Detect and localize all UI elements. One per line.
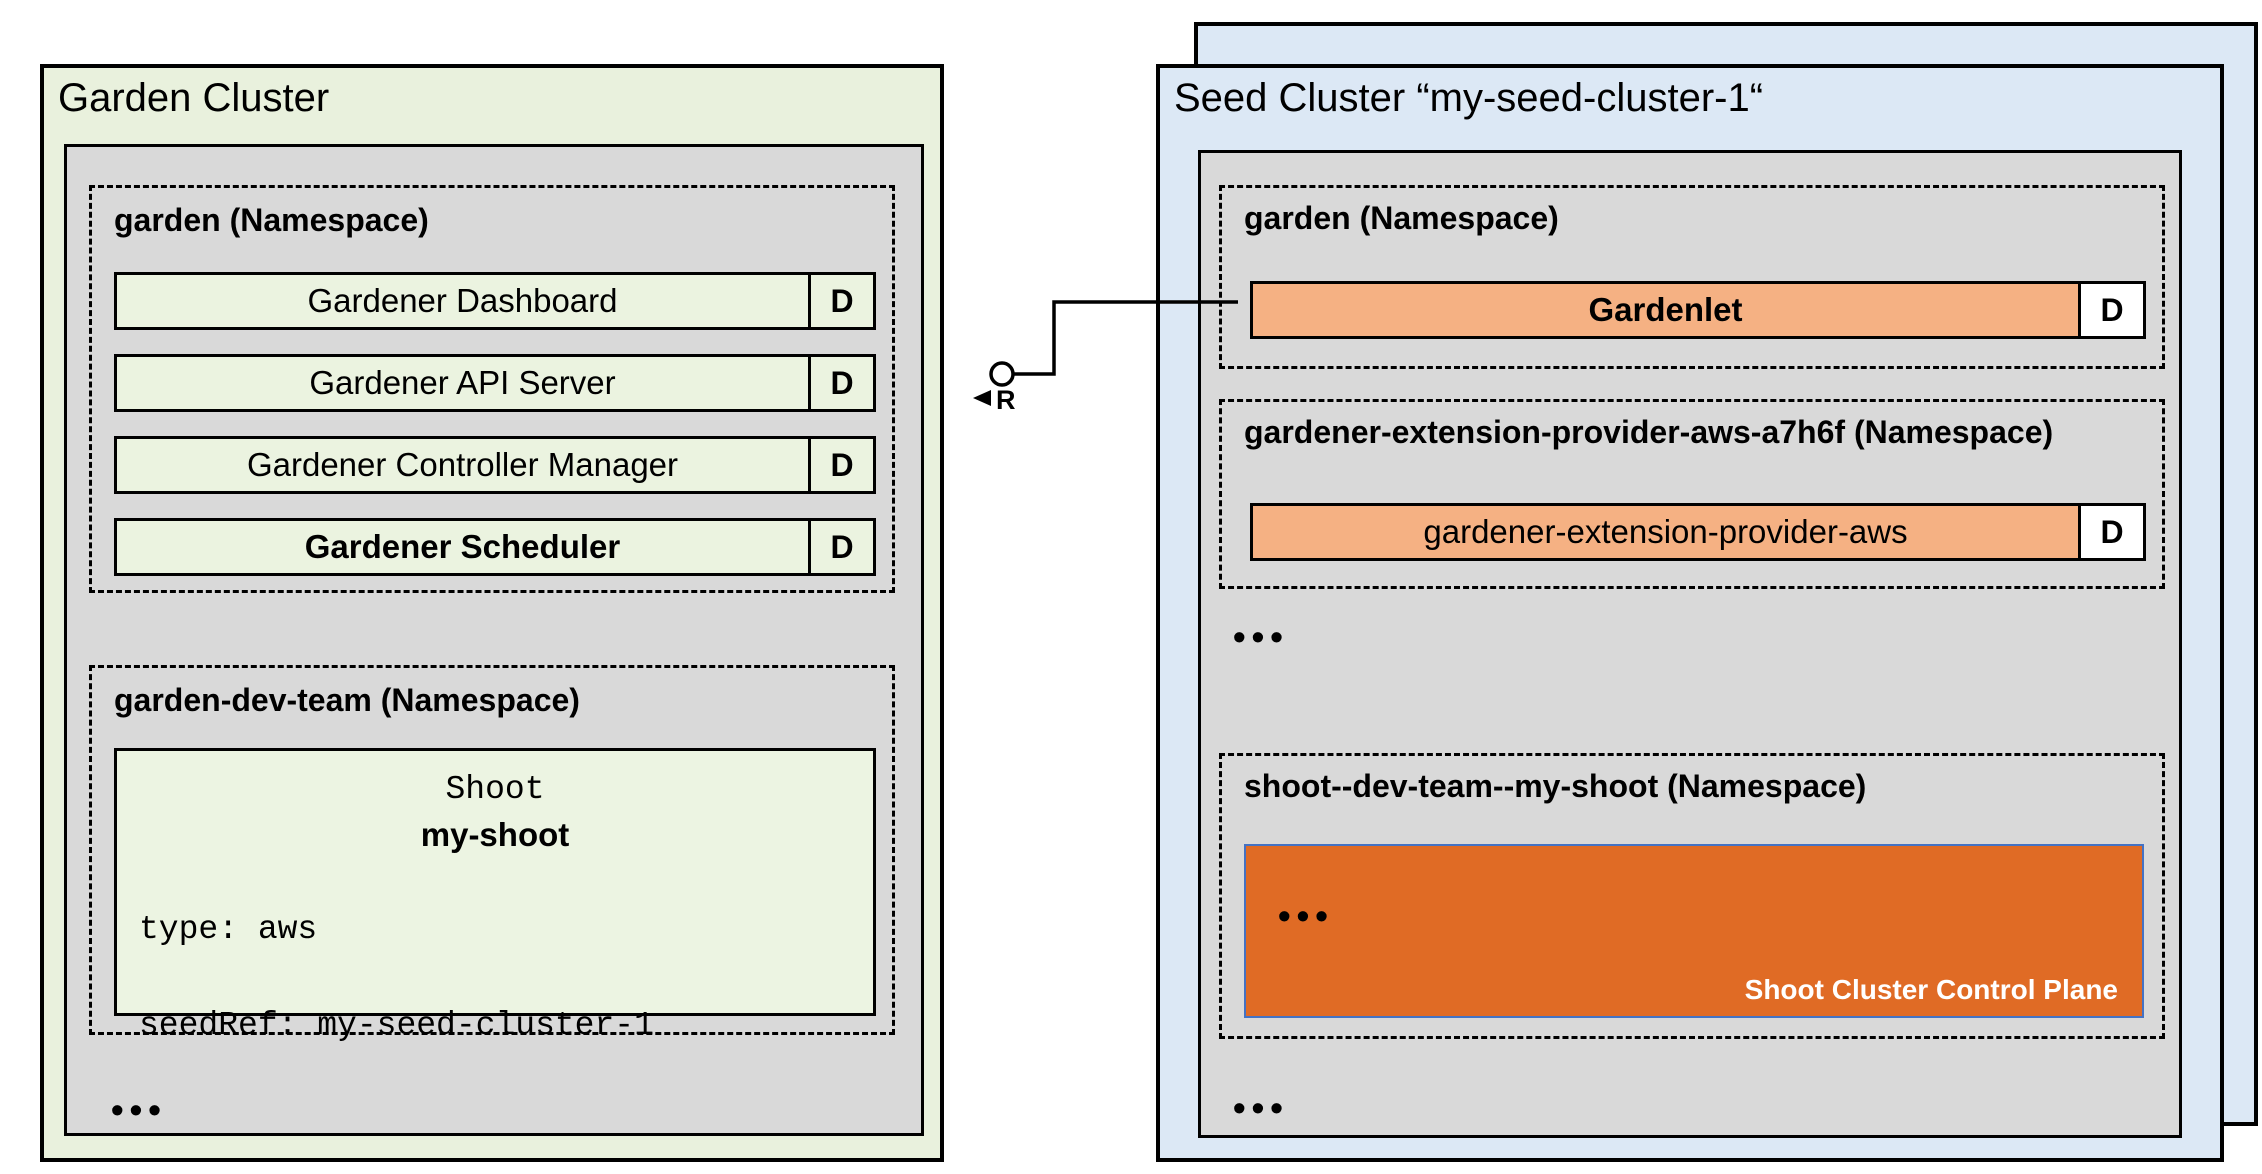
extension-namespace-title: gardener-extension-provider-aws-a7h6f (N… (1244, 414, 2054, 450)
component-label: Gardener Controller Manager (114, 436, 811, 494)
garden-cluster-box: Garden Cluster garden (Namespace) Garden… (40, 64, 944, 1162)
extension-namespace-box: gardener-extension-provider-aws-a7h6f (N… (1219, 399, 2165, 589)
garden-namespace-box: garden (Namespace) Gardener Dashboard D … (89, 185, 895, 593)
garden-namespace-title: garden (Namespace) (114, 202, 429, 238)
garden-dev-team-namespace-title: garden-dev-team (Namespace) (114, 682, 580, 718)
deployment-badge: D (2078, 281, 2146, 339)
shoot-resource-kind: Shoot (445, 771, 545, 808)
component-label: gardener-extension-provider-aws (1250, 503, 2081, 561)
component-row-gardener-controller-manager: Gardener Controller Manager D (114, 436, 876, 494)
deployment-badge: D (808, 272, 876, 330)
garden-dev-team-namespace-box: garden-dev-team (Namespace) Shoot my-sho… (89, 665, 895, 1044)
shoot-control-plane-label: Shoot Cluster Control Plane (1744, 974, 2118, 1005)
garden-cluster-title: Garden Cluster (58, 76, 330, 120)
seed-cluster-title: Seed Cluster “my-seed-cluster-1“ (1174, 76, 1764, 120)
more-shoot-namespaces-ellipsis: ••• (1233, 1087, 1289, 1128)
shoot-control-plane-box: ••• Shoot Cluster Control Plane (1244, 844, 2144, 1018)
connector-label: R (996, 385, 1016, 415)
deployment-badge: D (808, 354, 876, 412)
shoot-resource-name: my-shoot (420, 816, 570, 853)
shoot-namespace-title: shoot--dev-team--my-shoot (Namespace) (1244, 768, 1867, 804)
component-label: Gardener API Server (114, 354, 811, 412)
garden-namespace-components: Gardener Dashboard D Gardener API Server… (114, 272, 876, 600)
component-row-gardener-api-server: Gardener API Server D (114, 354, 876, 412)
component-row-extension-provider-aws: gardener-extension-provider-aws D (1250, 503, 2146, 561)
deployment-badge: D (2078, 503, 2146, 561)
seed-garden-namespace-title: garden (Namespace) (1244, 200, 1559, 236)
request-direction-arrow-icon (973, 390, 991, 406)
provided-interface-circle-icon (989, 361, 1015, 387)
component-label: Gardener Scheduler (114, 518, 811, 576)
shoot-namespace-box: shoot--dev-team--my-shoot (Namespace) ••… (1219, 753, 2165, 1039)
seed-cluster-box: Seed Cluster “my-seed-cluster-1“ garden … (1156, 64, 2224, 1162)
deployment-badge: D (808, 518, 876, 576)
more-extensions-ellipsis: ••• (1233, 616, 1289, 657)
control-plane-ellipsis: ••• (1278, 895, 1334, 936)
garden-cluster-inner-container: garden (Namespace) Gardener Dashboard D … (64, 144, 924, 1136)
component-label: Gardenlet (1250, 281, 2081, 339)
shoot-spec-type: type: aws (139, 911, 318, 948)
component-row-gardenlet: Gardenlet D (1250, 281, 2146, 339)
shoot-spec-seedref: seedRef: my-seed-cluster-1 (139, 1006, 654, 1044)
more-namespaces-ellipsis: ••• (111, 1089, 167, 1130)
component-label: Gardener Dashboard (114, 272, 811, 330)
seed-cluster-inner-container: garden (Namespace) Gardenlet D gardener-… (1198, 150, 2182, 1138)
component-row-gardener-dashboard: Gardener Dashboard D (114, 272, 876, 330)
component-row-gardener-scheduler: Gardener Scheduler D (114, 518, 876, 576)
deployment-badge: D (808, 436, 876, 494)
seed-garden-namespace-box: garden (Namespace) Gardenlet D (1219, 185, 2165, 369)
shoot-resource-box: Shoot my-shoot type: aws seedRef: my-see… (114, 748, 876, 1044)
shoot-resource-spec: type: aws seedRef: my-seed-cluster-1 (117, 906, 873, 1050)
